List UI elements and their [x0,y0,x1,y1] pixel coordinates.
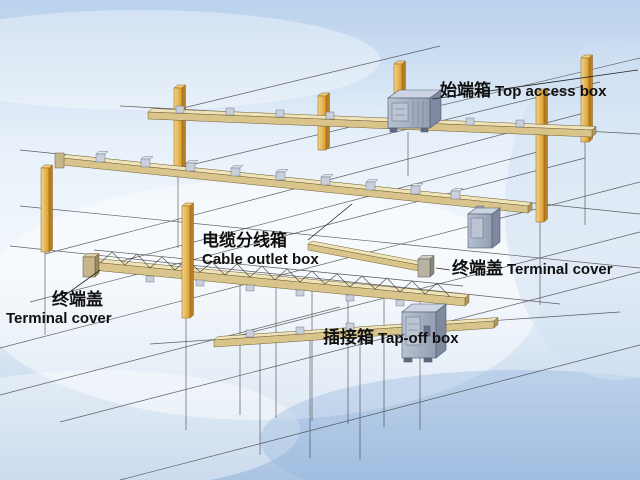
plug-in-unit-row-bottom [245,322,355,338]
label-terminal-cover-left-zh: 终端盖 [52,290,103,309]
top-access-box-panel [391,102,409,122]
leader-lines [63,69,639,341]
label-top-access-box-zh: 始端箱 [440,81,491,100]
terminal-cover-right-graphic [417,254,435,278]
leader-top-access-box [431,69,639,100]
column-side-face [181,84,186,169]
label-top-access-box-en: Top access box [495,83,607,100]
label-terminal-cover-left: 终端盖 Terminal cover [6,289,112,329]
label-tap-off-box-en: Tap-off box [378,330,459,347]
label-terminal-cover-right-en: Terminal cover [507,261,613,278]
terminal-cover-left-graphic [82,252,100,278]
label-tap-off-box-zh: 插接箱 [323,328,374,347]
plug-in-unit-row-upper [95,151,464,200]
hanger-truss [93,249,464,298]
busway-end-cap [54,152,65,169]
support-column [535,88,549,223]
tap-off-box-graphic [401,303,447,363]
leader-tap-off-box [395,333,405,341]
leader-cable-outlet-box [307,203,353,241]
support-column [40,164,54,253]
label-terminal-cover-right-zh: 终端盖 [452,259,503,278]
plug-in-unit-row-top [175,105,525,128]
leader-terminal-cover-left [63,269,101,297]
label-cable-outlet-box: 电缆分线箱 Cable outlet box [202,230,319,270]
leader-terminal-cover-right [435,267,451,271]
column-front-face [173,87,183,169]
support-column [173,84,187,169]
label-cable-outlet-box-en: Cable outlet box [202,251,319,269]
support-column-foreground [181,202,195,319]
plug-in-unit-row-main [145,275,405,307]
busway-run-top [147,108,597,138]
label-terminal-cover-left-en: Terminal cover [6,310,112,328]
feeder-box-graphic [467,205,501,249]
plug-in-units [95,105,525,338]
label-cable-outlet-box-zh: 电缆分线箱 [202,231,287,250]
top-access-box-graphic [387,89,442,133]
